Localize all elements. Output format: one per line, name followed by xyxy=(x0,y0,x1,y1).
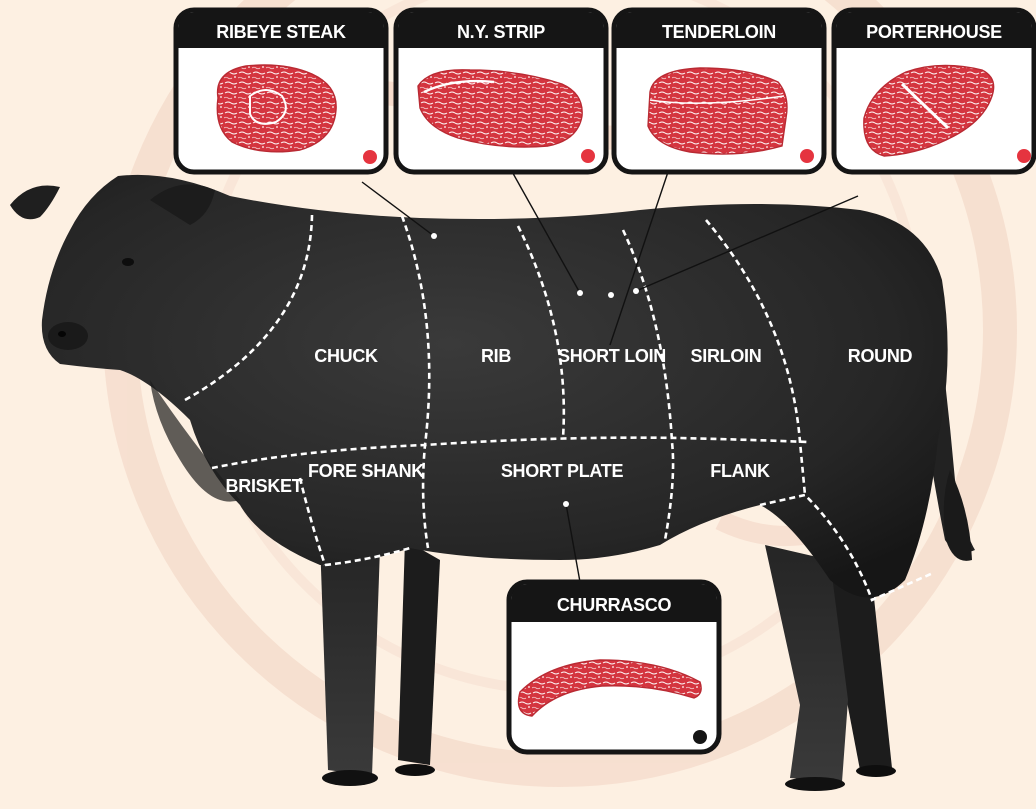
region-label-flank: FLANK xyxy=(710,461,770,481)
region-label-brisket: BRISKET xyxy=(226,476,303,496)
indicator-dot-tenderloin xyxy=(800,149,814,163)
indicator-dot-ribeye-steak xyxy=(363,150,377,164)
card-title-tenderloin: TENDERLOIN xyxy=(662,22,776,42)
cut-card-churrasco[interactable]: CHURRASCO xyxy=(509,582,719,752)
card-title-churrasco: CHURRASCO xyxy=(557,595,672,615)
card-title-ribeye-steak: RIBEYE STEAK xyxy=(216,22,346,42)
cut-card-porterhouse[interactable]: PORTERHOUSE xyxy=(834,10,1034,172)
tenderloin-illustration xyxy=(648,68,787,154)
region-label-rib: RIB xyxy=(481,346,511,366)
region-label-chuck: CHUCK xyxy=(314,346,378,366)
region-label-short-plate: SHORT PLATE xyxy=(501,461,624,481)
region-label-sirloin: SIRLOIN xyxy=(691,346,762,366)
card-title-ny-strip: N.Y. STRIP xyxy=(457,22,545,42)
ribeye-steak-illustration xyxy=(217,65,336,152)
region-label-short-loin: SHORT LOIN xyxy=(558,346,666,366)
indicator-dot-porterhouse xyxy=(1017,149,1031,163)
region-label-fore-shank: FORE SHANK xyxy=(308,461,424,481)
card-title-porterhouse: PORTERHOUSE xyxy=(866,22,1002,42)
indicator-dot-churrasco xyxy=(693,730,707,744)
cut-card-ribeye-steak[interactable]: RIBEYE STEAK xyxy=(176,10,386,172)
cut-card-ny-strip[interactable]: N.Y. STRIP xyxy=(396,10,606,172)
indicator-dot-ny-strip xyxy=(581,149,595,163)
cut-card-tenderloin[interactable]: TENDERLOIN xyxy=(614,10,824,172)
region-label-round: ROUND xyxy=(848,346,913,366)
